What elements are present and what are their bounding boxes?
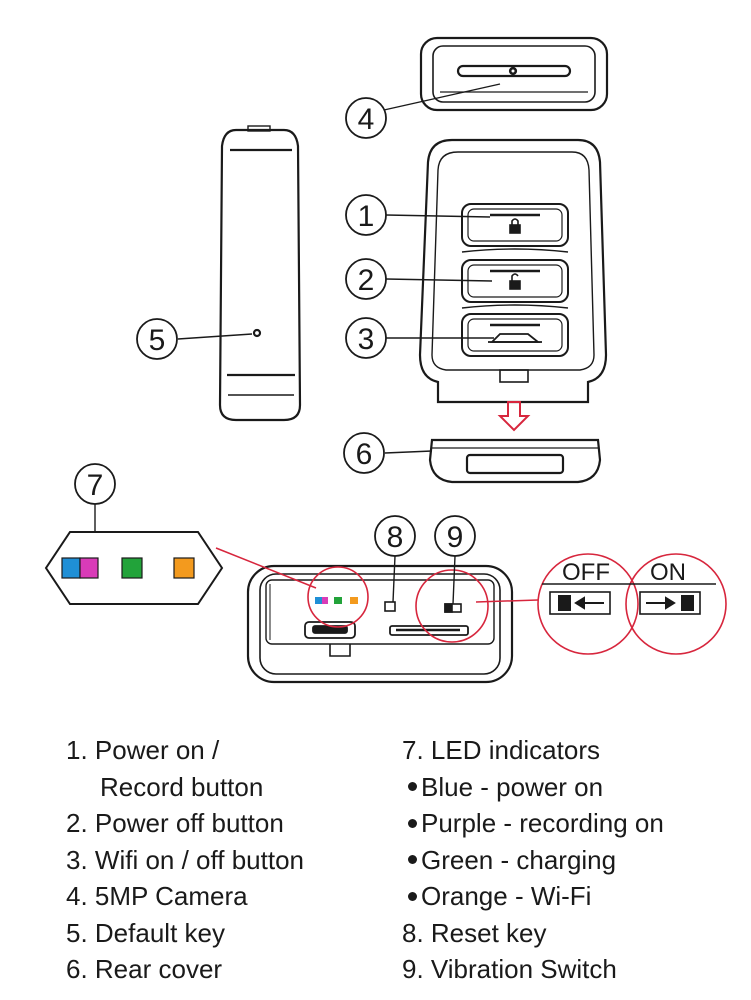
- led-legend-box: [44, 531, 224, 605]
- led-indicator-row: [315, 597, 358, 604]
- down-arrow-icon: [497, 401, 531, 432]
- microsd-slot: [389, 625, 469, 636]
- legend-led-green: Green - charging: [402, 842, 747, 879]
- svg-text:6: 6: [356, 438, 373, 471]
- bullet-icon: [408, 782, 417, 792]
- callout-2: 2: [345, 258, 387, 300]
- button-separators: [461, 248, 569, 309]
- led-orange-swatch: [173, 557, 195, 579]
- led-green-swatch: [121, 557, 143, 579]
- legend-item-2: 2. Power off button: [66, 808, 284, 838]
- legend-item-4: 4. 5MP Camera: [66, 881, 248, 911]
- legend-item-1-continued: Record button: [100, 771, 264, 802]
- bullet-icon: [408, 855, 417, 865]
- callout-7: 7: [74, 463, 116, 505]
- legend-led-purple: Purple - recording on: [402, 805, 747, 842]
- button-lock: [461, 203, 569, 247]
- callout-3: 3: [345, 317, 387, 359]
- svg-text:4: 4: [358, 103, 375, 136]
- legend-item-9: 9. Vibration Switch: [402, 954, 617, 984]
- top-view-device: [419, 36, 609, 112]
- callout-4: 4: [345, 97, 387, 139]
- bottom-view-device: [246, 564, 514, 684]
- svg-text:5: 5: [149, 324, 166, 357]
- car-trunk-icon: [488, 333, 542, 343]
- led-green-small: [334, 597, 342, 604]
- callout-6: 6: [343, 432, 385, 474]
- legend-item-7: 7. LED indicators: [402, 735, 600, 765]
- camera-lens-icon: [511, 69, 515, 73]
- led-blue-swatch: [61, 557, 81, 579]
- switch-on-detail: ON: [632, 559, 716, 615]
- bullet-icon: [408, 818, 417, 828]
- switch-off-detail: OFF: [542, 559, 632, 615]
- svg-text:2: 2: [358, 264, 375, 297]
- switch-on-label: ON: [650, 559, 686, 586]
- rear-cover: [428, 438, 602, 484]
- legend-right-column: 7. LED indicators Blue - power on Purple…: [402, 732, 747, 988]
- right-arrow-icon: [646, 596, 676, 610]
- svg-text:8: 8: [387, 521, 404, 554]
- highlight-circles: [307, 553, 727, 655]
- callout-9: 9: [434, 515, 476, 557]
- led-blue-small: [315, 597, 322, 604]
- svg-text:1: 1: [358, 200, 375, 233]
- led-purple-small: [322, 597, 328, 604]
- svg-text:7: 7: [87, 469, 104, 502]
- bullet-icon: [408, 891, 417, 901]
- button-trunk: [461, 313, 569, 357]
- reset-key: [384, 601, 396, 612]
- led-purple-swatch: [79, 557, 99, 579]
- legend-item-1: 1. Power on /: [66, 735, 220, 765]
- legend-item-8: 8. Reset key: [402, 917, 547, 948]
- callout-8: 8: [374, 515, 416, 557]
- switch-off-label: OFF: [562, 559, 610, 586]
- device-diagram: OFF ON 4 1 2: [44, 36, 727, 684]
- front-view-device: [418, 138, 608, 404]
- vibration-switch: [444, 603, 462, 613]
- callout-5: 5: [136, 318, 178, 360]
- lock-icon: [509, 218, 521, 234]
- callout-1: 1: [345, 194, 387, 236]
- leader-lines: [94, 83, 501, 605]
- unlock-icon: [509, 273, 521, 290]
- legend-item-5: 5. Default key: [66, 917, 225, 948]
- legend-led-blue: Blue - power on: [402, 769, 747, 806]
- legend-left-column: 1. Power on / Record button 2. Power off…: [66, 732, 386, 988]
- svg-text:3: 3: [358, 323, 375, 356]
- side-view-device: [218, 125, 302, 422]
- left-arrow-icon: [574, 596, 604, 610]
- micro-usb-port: [304, 621, 356, 639]
- legend-item-6: 6. Rear cover: [66, 954, 223, 984]
- legend-led-orange: Orange - Wi-Fi: [402, 878, 747, 915]
- legend-item-3: 3. Wifi on / off button: [66, 844, 304, 875]
- highlight-leaders: [215, 547, 539, 603]
- led-orange-small: [350, 597, 358, 604]
- svg-text:9: 9: [447, 521, 464, 554]
